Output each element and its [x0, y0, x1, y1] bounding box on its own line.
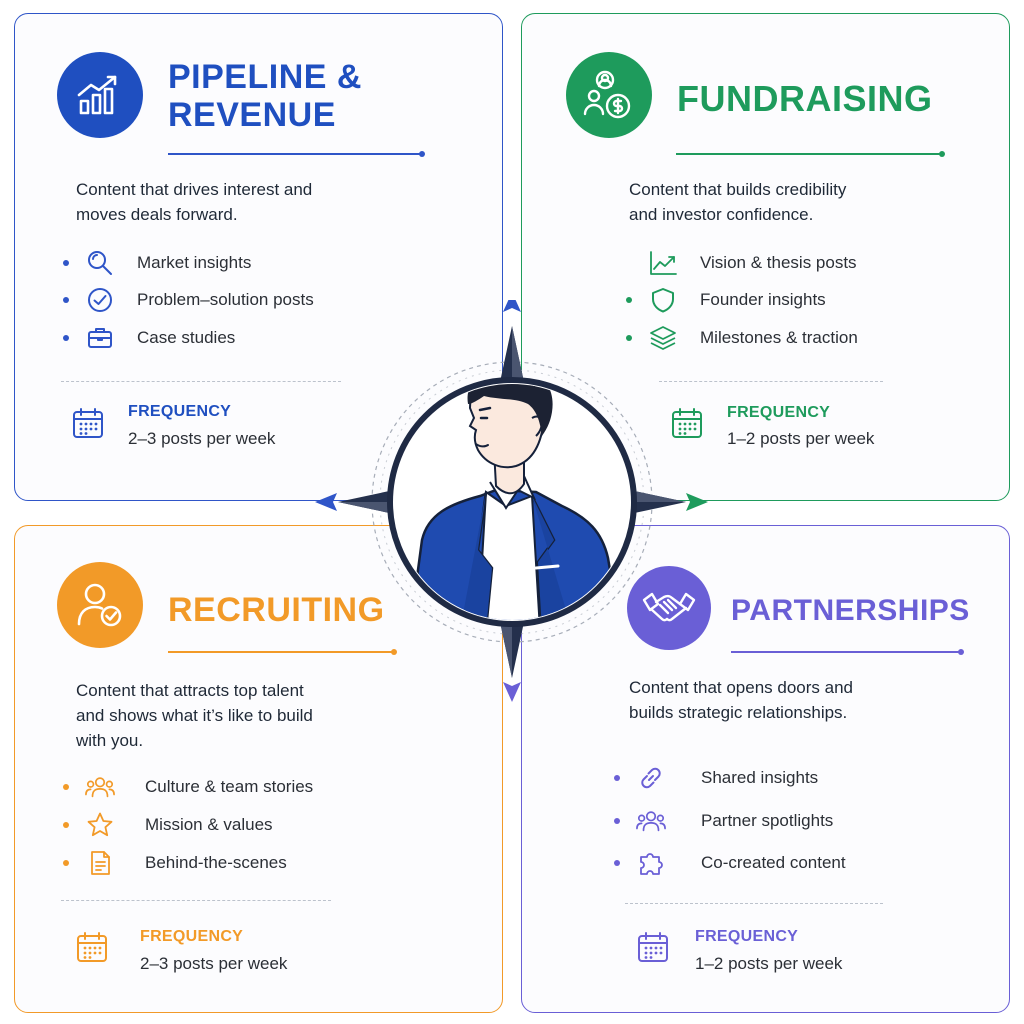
frequency-value: 1–2 posts per week	[695, 954, 843, 973]
list-item-label: Milestones & traction	[700, 328, 858, 347]
frequency-value: 2–3 posts per week	[128, 429, 276, 448]
document-icon	[85, 848, 115, 878]
south-arrow-icon	[503, 682, 521, 702]
west-arrow-icon	[315, 493, 337, 511]
pipeline-revenue-card: PIPELINE & REVENUE Content that drives i…	[14, 13, 503, 501]
list-item: Case studies	[63, 323, 235, 353]
fundraising-title-rule	[676, 151, 945, 157]
pipeline-title-line2: REVENUE	[168, 96, 336, 134]
pipeline-title-rule	[168, 151, 425, 157]
pipeline-desc-line2: moves deals forward.	[76, 205, 238, 224]
list-item-label: Culture & team stories	[145, 777, 314, 796]
list-item: Market insights	[63, 248, 251, 278]
list-item: Problem–solution posts	[63, 285, 314, 315]
list-item-label: Mission & values	[145, 815, 273, 834]
frequency-label: FREQUENCY	[140, 928, 244, 945]
list-item: Partner spotlights	[614, 806, 833, 836]
list-item: Behind-the-scenes	[63, 848, 287, 878]
recruiting-title: RECRUITING	[168, 591, 385, 629]
partnerships-card: PARTNERSHIPS Content that opens doors an…	[521, 525, 1010, 1013]
trend-line-icon	[648, 248, 678, 278]
star-icon	[85, 810, 115, 840]
list-item-label: Market insights	[137, 253, 252, 272]
east-arrow-icon	[686, 493, 708, 511]
list-item-label: Founder insights	[700, 290, 826, 309]
list-item: Founder insights	[626, 285, 826, 315]
list-item: Co-created content	[614, 848, 846, 878]
investor-money-icon	[566, 52, 652, 138]
list-item-label: Behind-the-scenes	[145, 853, 287, 872]
shield-icon	[648, 285, 678, 315]
divider	[625, 903, 883, 904]
recruiting-desc-line3: with you.	[76, 731, 144, 750]
fundraising-title: FUNDRAISING	[677, 78, 933, 119]
group-icon	[636, 806, 666, 836]
puzzle-icon	[636, 848, 666, 878]
list-item-label: Problem–solution posts	[137, 290, 314, 309]
recruiting-desc-line1: Content that attracts top talent	[76, 681, 304, 700]
frequency-label: FREQUENCY	[128, 403, 232, 420]
recruiting-title-rule	[168, 649, 397, 655]
layers-icon	[648, 323, 678, 353]
list-item-label: Partner spotlights	[701, 811, 834, 830]
founder-portrait	[394, 384, 630, 620]
partnerships-title-rule	[731, 649, 964, 655]
calendar-icon	[73, 408, 103, 438]
list-item-label: Shared insights	[701, 768, 819, 787]
frequency-label: FREQUENCY	[727, 404, 831, 421]
list-item-label: Co-created content	[701, 853, 846, 872]
recruiting-card: RECRUITING Content that attracts top tal…	[14, 525, 503, 1013]
frequency-label: FREQUENCY	[695, 928, 799, 945]
recruiting-desc-line2: and shows what it’s like to build	[76, 706, 313, 725]
divider	[61, 381, 341, 382]
calendar-icon	[672, 408, 702, 438]
list-item: Milestones & traction	[626, 323, 858, 353]
calendar-icon	[77, 932, 107, 962]
pipeline-title-line1: PIPELINE &	[168, 58, 362, 96]
list-item: Mission & values	[63, 810, 273, 840]
partnerships-desc-line2: builds strategic relationships.	[629, 703, 848, 722]
frequency-value: 1–2 posts per week	[727, 429, 875, 448]
compass-illustration	[315, 300, 708, 702]
list-item: Vision & thesis posts	[626, 248, 857, 278]
partnerships-desc-line1: Content that opens doors and	[629, 678, 853, 697]
calendar-icon	[638, 932, 668, 962]
fundraising-desc-line2: and investor confidence.	[629, 205, 814, 224]
list-item-label: Case studies	[137, 328, 236, 347]
divider	[61, 900, 331, 901]
magnifier-icon	[85, 248, 115, 278]
frequency-value: 2–3 posts per week	[140, 954, 288, 973]
handshake-icon	[627, 566, 711, 650]
user-check-icon	[57, 562, 143, 648]
growth-chart-icon	[57, 52, 143, 138]
link-icon	[636, 763, 666, 793]
briefcase-icon	[85, 323, 115, 353]
fundraising-desc-line1: Content that builds credibility	[629, 180, 847, 199]
divider	[659, 381, 883, 382]
team-icon	[85, 772, 115, 802]
list-item-label: Vision & thesis posts	[700, 253, 857, 272]
list-item: Shared insights	[614, 763, 818, 793]
partnerships-title: PARTNERSHIPS	[731, 594, 970, 627]
north-arrow-icon	[503, 300, 521, 312]
list-item: Culture & team stories	[63, 772, 313, 802]
check-circle-icon	[85, 285, 115, 315]
pipeline-desc-line1: Content that drives interest and	[76, 180, 313, 199]
